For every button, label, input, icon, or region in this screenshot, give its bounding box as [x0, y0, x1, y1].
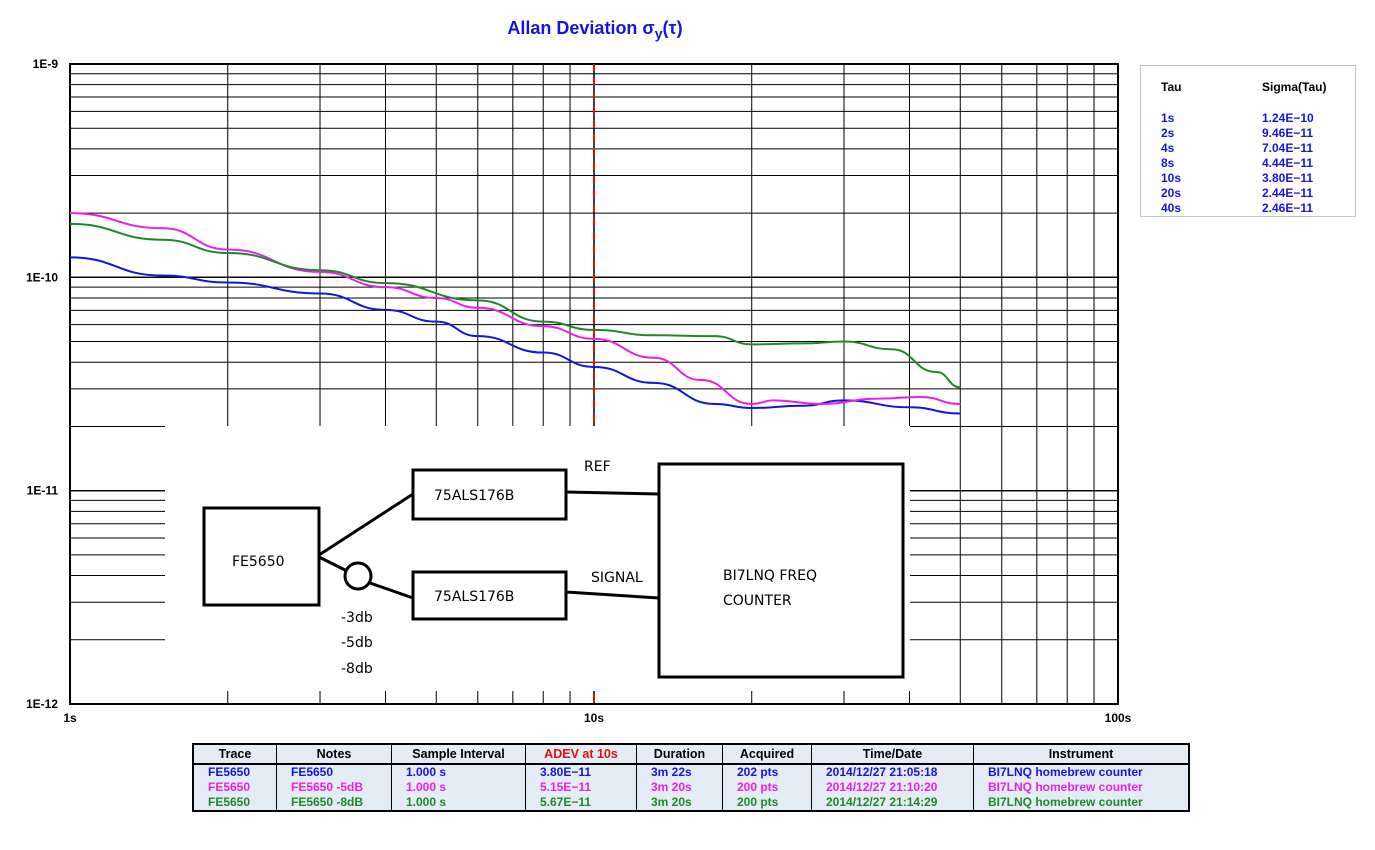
- tau-value: 4s: [1161, 141, 1175, 155]
- sigma-value: 9.46E−11: [1262, 126, 1314, 140]
- attenuator-symbol: [343, 561, 373, 591]
- tau-value: 20s: [1161, 186, 1182, 200]
- source-box: [202, 506, 321, 607]
- x-tick-label: 1s: [63, 711, 77, 725]
- legend-header-cell: ADEV at 10s: [525, 743, 637, 765]
- tau-value: 10s: [1161, 171, 1182, 185]
- wire-source-top: [318, 492, 414, 557]
- buffer-bottom-label: 75ALS176B: [434, 589, 514, 605]
- y-tick-label: 1E-11: [27, 484, 59, 498]
- y-tick-label: 1E-10: [26, 270, 58, 284]
- axis-tick-labels: 1s 10s 100s 1E-9 1E-10 1E-11 1E-12: [26, 57, 1132, 725]
- sigma-value: 2.46E−11: [1262, 201, 1314, 215]
- legend-cell: 5.67E−11: [525, 795, 637, 811]
- legend-cell: 2014/12/27 21:10:20: [811, 780, 974, 795]
- legend-header-cell: Instrument: [973, 743, 1190, 765]
- tau-sigma-box: Tau Sigma(Tau) 1s 1.24E−10 2s 9.46E−11 4s 7.0…: [1140, 65, 1356, 217]
- legend-header-cell: Trace: [192, 743, 277, 765]
- legend-cell: 1.000 s: [391, 795, 526, 811]
- legend-cell: 2014/12/27 21:14:29: [811, 795, 974, 811]
- legend-cell: 3m 22s: [636, 764, 723, 780]
- x-tick-label: 100s: [1105, 711, 1132, 725]
- legend-cell: 3m 20s: [636, 795, 723, 811]
- wire-source-atten: [318, 555, 346, 572]
- tau-value: 8s: [1161, 156, 1175, 170]
- chart-title: Allan Deviation σy(τ): [507, 18, 683, 42]
- legend-cell: FE5650: [276, 764, 392, 780]
- tau-header: Tau: [1161, 80, 1182, 94]
- wire-ref: [565, 490, 660, 496]
- legend-cell: BI7LNQ homebrew counter: [973, 780, 1190, 795]
- legend-cell: 1.000 s: [391, 780, 526, 795]
- legend-cell: FE5650: [192, 764, 277, 780]
- legend-header-cell: Sample Interval: [391, 743, 526, 765]
- legend-cell: FE5650: [192, 780, 277, 795]
- legend-header-cell: Duration: [636, 743, 723, 765]
- tau-value: 1s: [1161, 111, 1175, 125]
- legend-header-cell: Acquired: [722, 743, 812, 765]
- sigma-header: Sigma(Tau): [1262, 80, 1327, 94]
- legend-cell: 3m 20s: [636, 780, 723, 795]
- sigma-value: 4.44E−11: [1262, 156, 1314, 170]
- legend-header-cell: Time/Date: [811, 743, 974, 765]
- source-label: FE5650: [232, 554, 285, 570]
- wire-atten-bottom: [369, 581, 414, 600]
- atten-label-5db: -5db: [341, 635, 373, 651]
- legend-cell: 2014/12/27 21:05:18: [811, 764, 974, 780]
- legend-cell: FE5650 -5dB: [276, 780, 392, 795]
- sigma-value: 1.24E−10: [1262, 111, 1314, 125]
- counter-label-line1: BI7LNQ FREQ: [723, 568, 817, 584]
- legend-cell: BI7LNQ homebrew counter: [973, 764, 1190, 780]
- block-diagram: FE5650 75ALS176B 75ALS176B BI7LNQ FREQ C…: [165, 426, 910, 691]
- x-tick-label: 10s: [584, 711, 604, 725]
- atten-label-3db: -3db: [341, 610, 373, 626]
- counter-box: [657, 462, 905, 679]
- y-tick-label: 1E-12: [26, 697, 58, 711]
- y-tick-label: 1E-9: [33, 57, 59, 71]
- wire-signal: [565, 590, 660, 600]
- buffer-top-label: 75ALS176B: [434, 488, 514, 504]
- signal-label: SIGNAL: [591, 570, 643, 586]
- legend-cell: 200 pts: [722, 795, 812, 811]
- legend-cell: 202 pts: [722, 764, 812, 780]
- legend-cell: 200 pts: [722, 780, 812, 795]
- allan-deviation-plot: 1s 10s 100s 1E-9 1E-10 1E-11 1E-12 FE5650 75AL…: [26, 57, 1132, 725]
- tau-value: 2s: [1161, 126, 1175, 140]
- data-series: [69, 212, 961, 415]
- series-line-0: [69, 256, 961, 415]
- legend-header-cell: Notes: [276, 743, 392, 765]
- series-line-2: [69, 222, 961, 389]
- legend-cell: BI7LNQ homebrew counter: [973, 795, 1190, 811]
- sigma-value: 2.44E−11: [1262, 186, 1314, 200]
- series-line-1: [69, 212, 961, 405]
- ref-label: REF: [584, 459, 611, 475]
- atten-label-8db: -8db: [341, 661, 373, 677]
- sigma-value: 7.04E−11: [1262, 141, 1314, 155]
- legend-cell: 1.000 s: [391, 764, 526, 780]
- tau-value: 40s: [1161, 201, 1182, 215]
- sigma-value: 3.80E−11: [1262, 171, 1314, 185]
- counter-label-line2: COUNTER: [723, 593, 792, 609]
- legend-cell: 3.80E−11: [525, 764, 637, 780]
- legend-cell: FE5650: [192, 795, 277, 811]
- buffer-bottom-box: [411, 570, 568, 621]
- legend-cell: 5.15E−11: [525, 780, 637, 795]
- legend-cell: FE5650 -8dB: [276, 795, 392, 811]
